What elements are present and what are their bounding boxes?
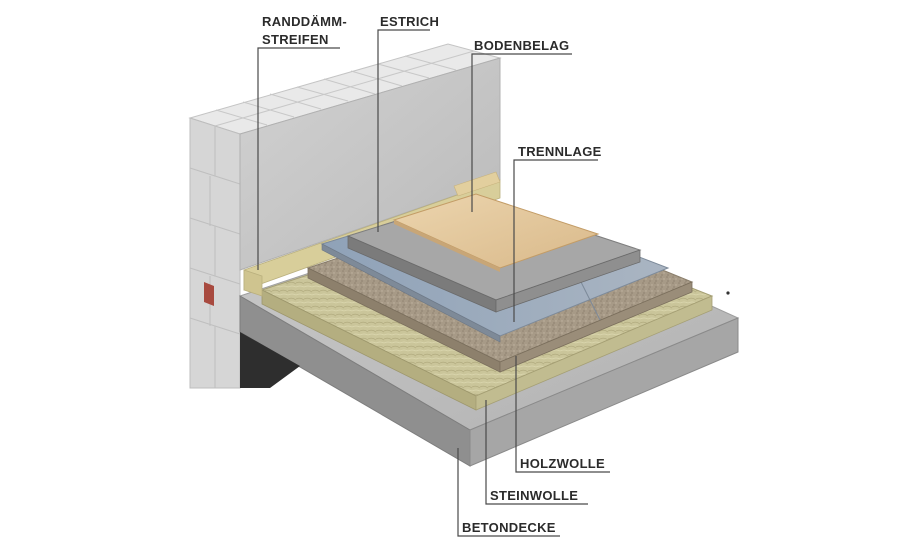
leader-randdaemmstreifen: [257, 47, 340, 270]
estrich-right: [495, 249, 641, 313]
randstreifen-end: [243, 269, 263, 297]
label-trennlage: TRENNLAGE: [518, 144, 602, 159]
wall-red-detail: [204, 282, 214, 306]
label-betondecke: BETONDECKE: [462, 520, 556, 535]
label-bodenbelag: BODENBELAG: [474, 38, 569, 53]
label-holzwolle: HOLZWOLLE: [520, 456, 605, 471]
leader-estrich: [377, 29, 430, 232]
label-estrich: ESTRICH: [380, 14, 439, 29]
label-randdaemmstreifen-line1: RANDDÄMM-: [262, 14, 347, 29]
leader-trennlage: [513, 159, 598, 322]
leader-betondecke: [457, 448, 560, 537]
small-marker-dot: [726, 291, 730, 295]
slab-right-face: [469, 317, 739, 467]
label-randdaemmstreifen-line2: STREIFEN: [262, 32, 329, 47]
masonry-wall: [188, 43, 502, 389]
leader-lines: [257, 29, 610, 537]
holzwolle-right: [499, 281, 693, 373]
trennlage-front: [321, 243, 501, 343]
bodenbelag-front: [394, 220, 500, 272]
labels: RANDDÄMM- STREIFEN ESTRICH BODENBELAG TR…: [262, 14, 605, 535]
leader-bodenbelag: [471, 53, 572, 212]
bodenbelag-layer: [392, 171, 600, 272]
label-steinwolle: STEINWOLLE: [490, 488, 578, 503]
steinwolle-right: [475, 295, 713, 411]
leader-holzwolle: [515, 356, 610, 473]
slab-underside-shadow: [240, 332, 300, 388]
leader-steinwolle: [485, 400, 588, 505]
bodenbelag-wall-edge: [453, 171, 501, 197]
